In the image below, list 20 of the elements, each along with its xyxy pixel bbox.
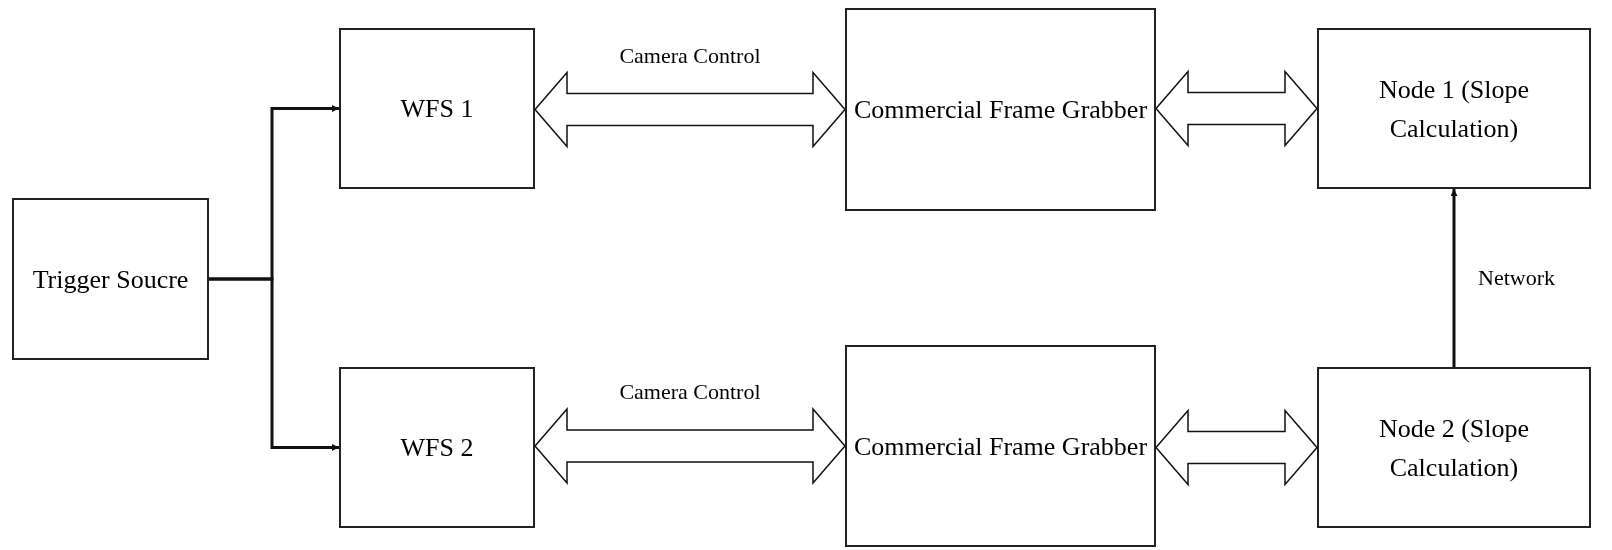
process-box — [845, 345, 1156, 547]
process-box — [845, 8, 1156, 211]
node-label: Node 1 (Slope Calculation) — [1377, 73, 1531, 145]
node-label: Commercial Frame Grabber — [853, 94, 1148, 126]
process-box — [12, 198, 209, 360]
node-label: Node 2 (Slope Calculation) — [1377, 412, 1531, 484]
process-box — [1317, 367, 1591, 528]
process-box — [1317, 28, 1591, 189]
double-block-arrow — [534, 70, 846, 149]
double-block-arrow — [1155, 408, 1318, 487]
arrow — [1450, 189, 1458, 367]
node-label: WFS 2 — [400, 432, 474, 464]
arrow — [209, 277, 339, 451]
double-block-arrow — [1155, 69, 1318, 148]
node-label: WFS 1 — [400, 93, 474, 125]
node-label: Trigger Soucre — [32, 263, 189, 296]
process-box — [339, 367, 535, 528]
double-block-arrow — [534, 407, 846, 485]
process-box — [339, 28, 535, 189]
node-label: Commercial Frame Grabber — [853, 430, 1148, 463]
